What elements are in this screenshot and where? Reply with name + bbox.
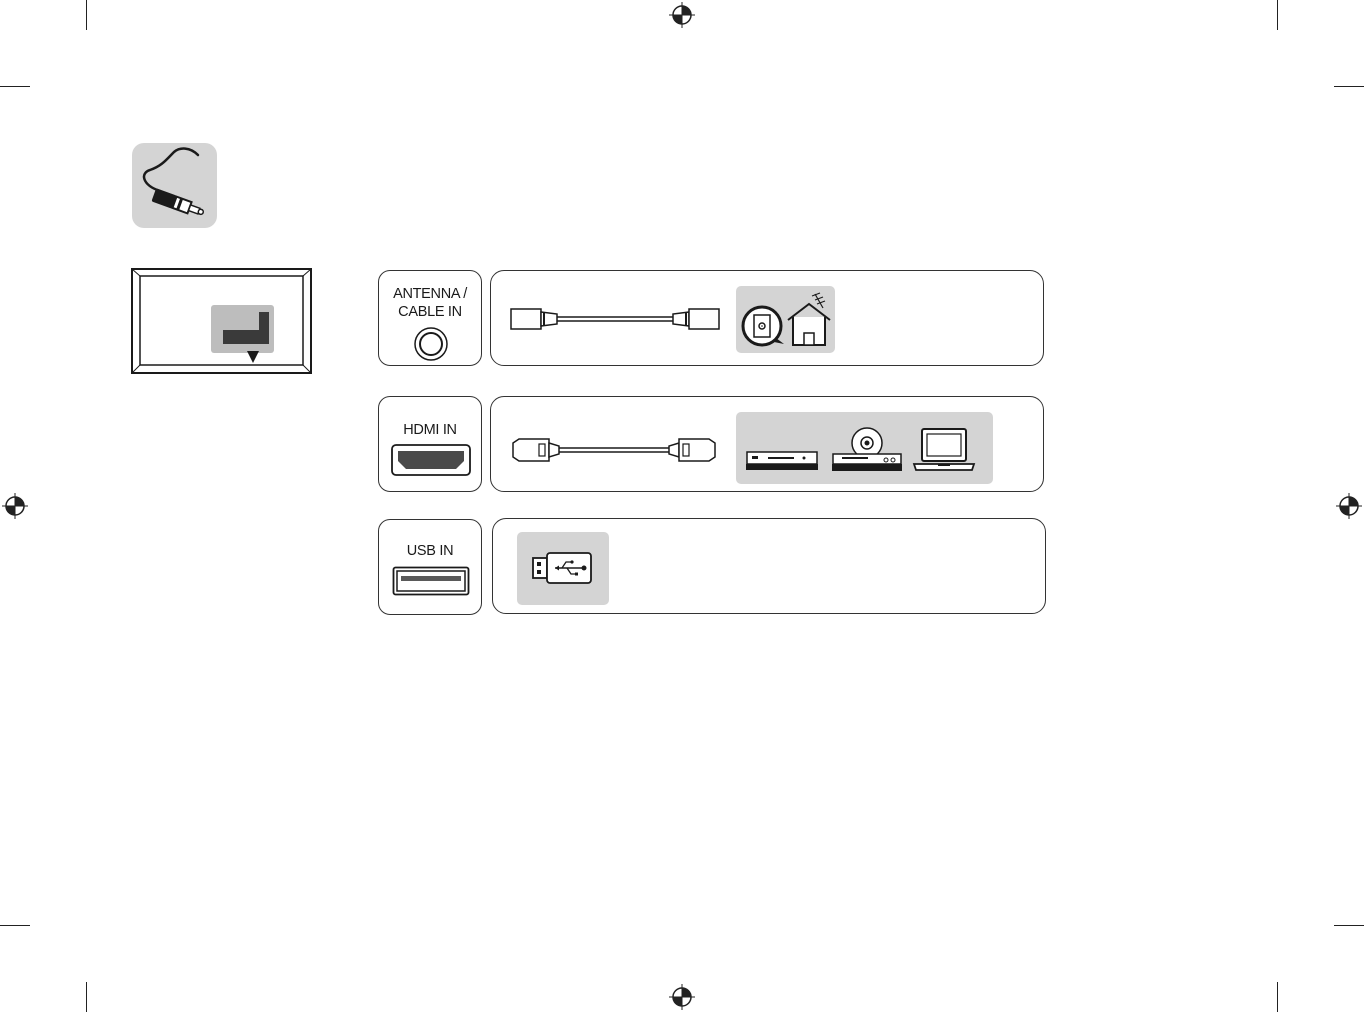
registration-mark-icon (1336, 493, 1362, 519)
laptop-icon (912, 426, 976, 474)
crop-mark (0, 925, 30, 926)
tv-rear-panel-diagram (131, 268, 312, 374)
crop-mark (86, 0, 87, 30)
registration-mark-icon (669, 2, 695, 28)
crop-mark (1334, 925, 1364, 926)
antenna-port-box: ANTENNA / CABLE IN (378, 270, 482, 366)
usb-connection-panel (492, 518, 1046, 614)
hdmi-cable-icon (509, 435, 721, 465)
registration-mark-icon (2, 493, 28, 519)
crop-mark (0, 86, 30, 87)
coax-port-icon (413, 327, 449, 363)
coax-cable-icon (509, 301, 721, 337)
crop-mark (1277, 0, 1278, 30)
antenna-port-label: ANTENNA / (379, 285, 481, 303)
hdmi-port-box: HDMI IN (378, 396, 482, 492)
connection-section-icon (132, 143, 217, 228)
dvd-player-icon (830, 426, 904, 474)
antenna-source-panel (736, 286, 835, 353)
antenna-port-label-line2: CABLE IN (379, 303, 481, 321)
house-with-antenna-icon (785, 290, 835, 352)
hdmi-port-icon (390, 443, 472, 477)
hdmi-connection-panel (490, 396, 1044, 492)
set-top-box-icon (744, 448, 820, 474)
hdmi-devices-panel (736, 412, 993, 484)
usb-device-panel (517, 532, 609, 605)
crop-mark (86, 982, 87, 1012)
wall-outlet-icon (738, 300, 788, 350)
registration-mark-icon (669, 984, 695, 1010)
hdmi-port-label: HDMI IN (379, 421, 481, 439)
usb-port-icon (392, 566, 470, 596)
crop-mark (1277, 982, 1278, 1012)
usb-port-box: USB IN (378, 519, 482, 615)
crop-mark (1334, 86, 1364, 87)
antenna-connection-panel (490, 270, 1044, 366)
usb-drive-icon (531, 550, 595, 586)
cable-plug-icon (132, 143, 217, 228)
usb-port-label: USB IN (379, 542, 481, 560)
